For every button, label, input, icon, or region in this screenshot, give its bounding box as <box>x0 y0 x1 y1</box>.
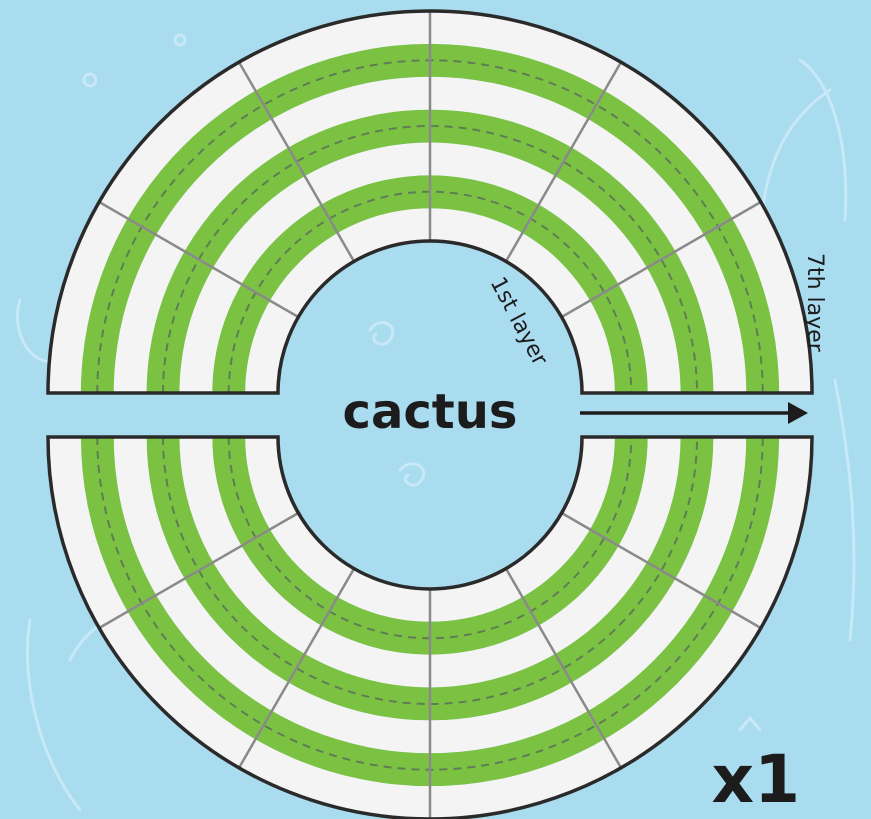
quantity-label: x1 <box>712 741 801 818</box>
outer-layer-label: 7th layer <box>802 253 827 353</box>
center-word-label: cactus <box>343 384 518 440</box>
